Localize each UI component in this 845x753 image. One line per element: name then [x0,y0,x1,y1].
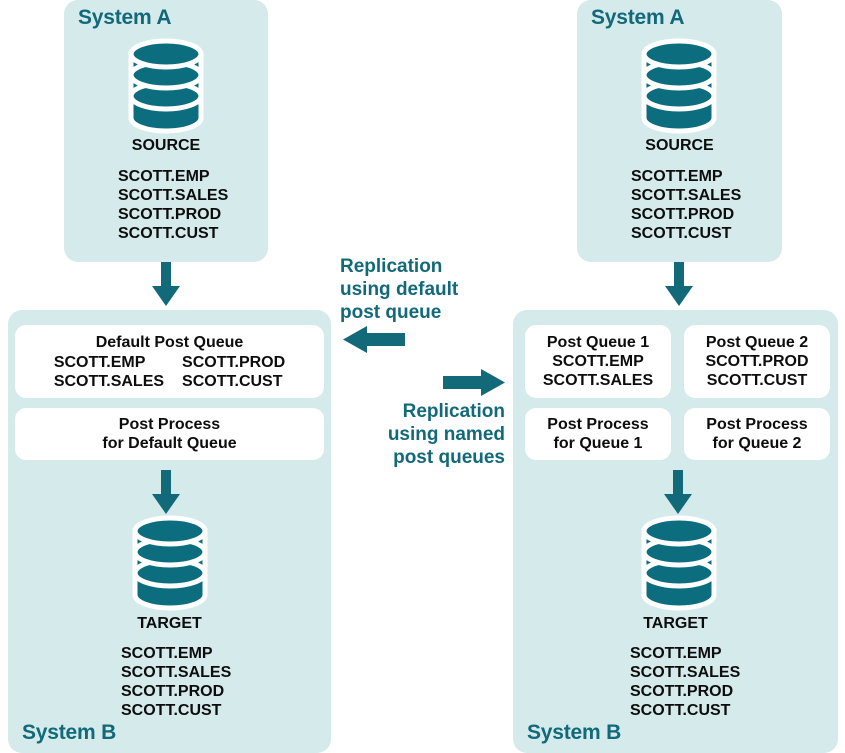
left-system-a-title: System A [78,6,172,29]
right-target-table-list: SCOTT.EMP SCOTT.SALES SCOTT.PROD SCOTT.C… [630,644,740,720]
right-source-db-label: SOURCE [645,137,714,154]
table-name: SCOTT.CUST [630,702,731,719]
table-name: SCOTT.CUST [706,372,808,389]
default-post-process-card: Post Process for Default Queue [15,408,324,460]
arrow-down-icon [660,470,696,514]
table-name: SCOTT.PROD [631,206,735,223]
post-process-1-line-2: for Queue 1 [553,435,643,452]
arrow-down-icon [148,470,184,514]
queue-table-column-1: SCOTT.EMP SCOTT.SALES [54,353,164,391]
table-name: SCOTT.EMP [631,168,723,185]
table-name: SCOTT.SALES [542,372,654,389]
replication-named-caption: Replication using named post queues [387,401,505,468]
left-source-db-label: SOURCE [131,137,201,154]
right-target-db-label: TARGET [643,615,708,632]
left-target-db-label: TARGET [137,615,202,632]
table-name: SCOTT.PROD [705,353,809,370]
left-system-b-panel: Default Post Queue SCOTT.EMP SCOTT.SALES… [8,310,331,753]
right-source-table-list: SCOTT.EMP SCOTT.SALES SCOTT.PROD SCOTT.C… [631,167,741,243]
left-target-table-list: SCOTT.EMP SCOTT.SALES SCOTT.PROD SCOTT.C… [121,644,231,720]
arrow-down-icon [661,262,697,306]
table-name: SCOTT.PROD [630,683,734,700]
arrow-left-icon [343,326,405,353]
database-cylinder-icon [126,38,206,134]
table-name: SCOTT.EMP [630,645,722,662]
post-process-1-card: Post Process for Queue 1 [525,408,671,460]
table-name: SCOTT.SALES [53,372,165,390]
table-name: SCOTT.PROD [182,353,286,371]
replication-default-caption: Replication using default post queue [340,256,459,323]
queue-table-column-2: SCOTT.PROD SCOTT.CUST [182,353,285,391]
table-name: SCOTT.EMP [552,353,644,370]
default-post-queue-card: Default Post Queue SCOTT.EMP SCOTT.SALES… [15,325,324,398]
post-queue-2-card: Post Queue 2 SCOTT.PROD SCOTT.CUST [684,325,830,398]
arrow-down-icon [148,262,184,306]
default-post-queue-title: Default Post Queue [95,333,244,351]
post-process-line-2: for Default Queue [102,435,237,452]
arrow-right-icon [443,369,505,396]
table-name: SCOTT.SALES [630,664,741,681]
database-cylinder-icon [639,38,719,134]
left-system-b-title: System B [22,721,117,744]
right-system-a-title: System A [591,6,685,29]
post-process-1-line-1: Post Process [547,416,649,433]
table-name: SCOTT.EMP [121,645,213,662]
right-system-a-panel: System A SOURCE SCOTT.EMP SCOTT.SALES SC… [577,0,782,262]
table-name: SCOTT.SALES [118,187,229,204]
table-name: SCOTT.CUST [121,702,222,719]
post-queue-1-title: Post Queue 1 [546,334,650,351]
post-process-line-1: Post Process [118,416,221,433]
post-queue-2-title: Post Queue 2 [705,334,809,351]
table-name: SCOTT.EMP [53,353,146,371]
default-post-queue-tables: SCOTT.EMP SCOTT.SALES SCOTT.PROD SCOTT.C… [54,353,285,391]
table-name: SCOTT.SALES [631,187,742,204]
post-process-2-line-2: for Queue 2 [712,435,802,452]
table-name: SCOTT.PROD [118,206,222,223]
right-system-b-panel: Post Queue 1 SCOTT.EMP SCOTT.SALES Post … [513,310,838,753]
database-cylinder-icon [130,515,210,611]
post-queue-1-card: Post Queue 1 SCOTT.EMP SCOTT.SALES [525,325,671,398]
table-name: SCOTT.CUST [182,372,283,390]
post-process-2-line-1: Post Process [706,416,808,433]
right-system-b-title: System B [527,721,622,744]
left-system-a-panel: System A SOURCE SCOTT.EMP SCOTT.SALES SC… [64,0,268,262]
table-name: SCOTT.SALES [121,664,232,681]
left-source-table-list: SCOTT.EMP SCOTT.SALES SCOTT.PROD SCOTT.C… [118,167,228,243]
table-name: SCOTT.CUST [631,225,732,242]
table-name: SCOTT.PROD [121,683,225,700]
table-name: SCOTT.CUST [118,225,219,242]
database-cylinder-icon [639,515,719,611]
table-name: SCOTT.EMP [118,168,210,185]
post-process-2-card: Post Process for Queue 2 [684,408,830,460]
